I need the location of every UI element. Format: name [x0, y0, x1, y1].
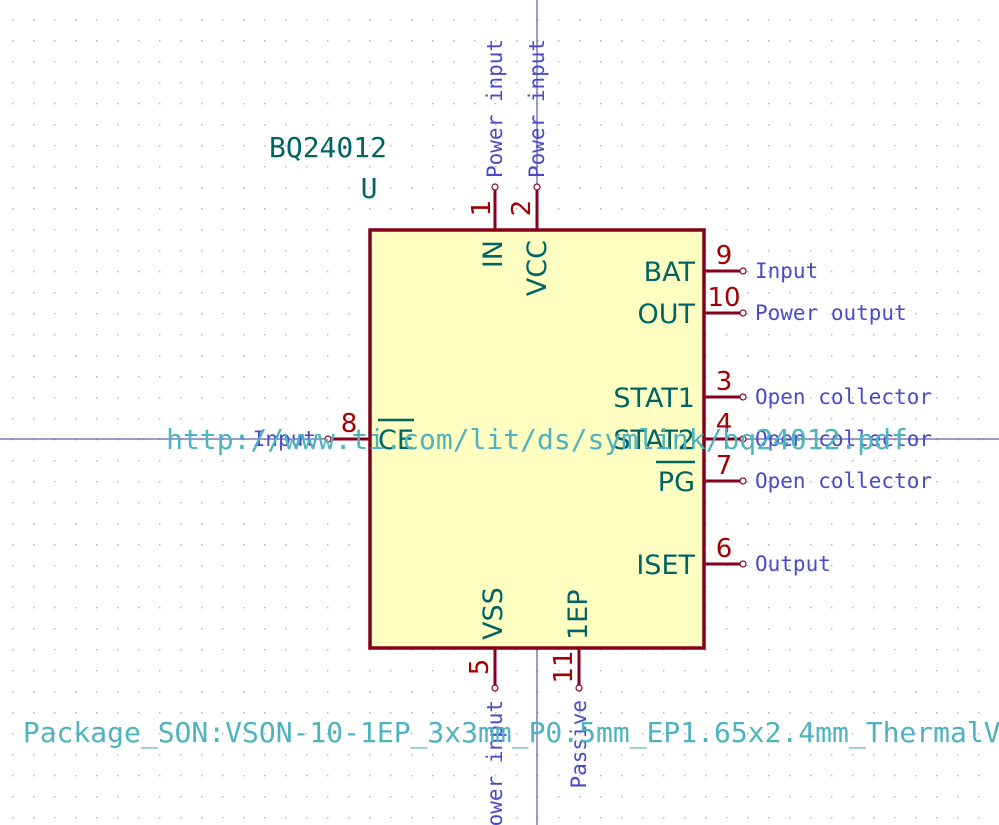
pin-7-type: Open collector — [755, 469, 932, 493]
pin-6-name: ISET — [636, 550, 695, 581]
pin-11-type: Passive — [567, 700, 591, 789]
pin-4-end — [739, 435, 747, 443]
symbol-value[interactable]: BQ24012 — [269, 131, 387, 164]
symbol-reference[interactable]: U — [361, 172, 378, 205]
pin-9-number: 9 — [716, 241, 733, 271]
pin-2-end — [533, 183, 541, 191]
pin-11-name: 1EP — [563, 589, 594, 640]
pin-1-number: 1 — [467, 200, 497, 217]
symbol-footprint[interactable]: Package_SON:VSON-10-1EP_3x3mm_P0.5mm_EP1… — [23, 716, 999, 750]
pin-3-type: Open collector — [755, 385, 932, 409]
pin-2-number: 2 — [507, 200, 537, 217]
pin-4[interactable]: 4 STAT2 Open collector — [613, 409, 932, 456]
pin-8[interactable]: 8 CE Input — [253, 409, 414, 456]
pin-7-name: PG — [658, 467, 695, 498]
pin-10-number: 10 — [707, 283, 740, 313]
pin-10[interactable]: 10 OUT Power output — [637, 283, 906, 330]
pin-4-number: 4 — [716, 409, 733, 439]
pin-7-number: 7 — [716, 451, 733, 481]
pin-2-type: Power input — [525, 39, 549, 178]
pin-6-end — [739, 560, 747, 568]
pin-8-end — [324, 435, 332, 443]
pin-10-end — [739, 309, 747, 317]
pin-7-end — [739, 477, 747, 485]
pin-5[interactable]: 5 VSS Power input — [465, 587, 509, 825]
pin-7[interactable]: 7 PG Open collector — [656, 451, 932, 498]
pin-11-end — [575, 684, 583, 692]
pin-10-type: Power output — [755, 301, 907, 325]
pin-3-name: STAT1 — [613, 383, 695, 414]
pin-8-name: CE — [378, 425, 414, 456]
pin-1-name: IN — [478, 240, 509, 268]
pin-3[interactable]: 3 STAT1 Open collector — [613, 367, 932, 414]
pin-5-type: Power input — [483, 700, 507, 825]
pin-6-number: 6 — [716, 534, 733, 564]
symbol-datasheet[interactable]: http://www.ti.com/lit/ds/symlink/bq24012… — [166, 423, 908, 456]
pin-4-type: Open collector — [755, 427, 932, 451]
pin-3-number: 3 — [716, 367, 733, 397]
pin-9-type: Input — [755, 259, 818, 283]
pin-6-type: Output — [755, 552, 831, 576]
pin-1[interactable]: 1 IN Power input — [467, 39, 509, 268]
pin-3-end — [739, 393, 747, 401]
pin-2[interactable]: 2 VCC Power input — [507, 39, 553, 296]
pin-9[interactable]: 9 BAT Input — [644, 241, 819, 288]
pin-10-name: OUT — [637, 299, 695, 330]
pin-11[interactable]: 11 1EP Passive — [549, 589, 594, 788]
pin-5-number: 5 — [465, 659, 495, 676]
pin-5-name: VSS — [478, 587, 509, 640]
pin-8-number: 8 — [341, 409, 358, 439]
pin-6[interactable]: 6 ISET Output — [636, 534, 831, 581]
pin-1-end — [491, 183, 499, 191]
pin-11-number: 11 — [549, 650, 579, 683]
pin-5-end — [491, 684, 499, 692]
pin-1-type: Power input — [483, 39, 507, 178]
pin-2-name: VCC — [522, 240, 553, 296]
pin-8-type: Input — [253, 427, 316, 451]
pin-4-name: STAT2 — [613, 425, 695, 456]
pin-9-name: BAT — [644, 257, 696, 288]
pin-9-end — [739, 267, 747, 275]
